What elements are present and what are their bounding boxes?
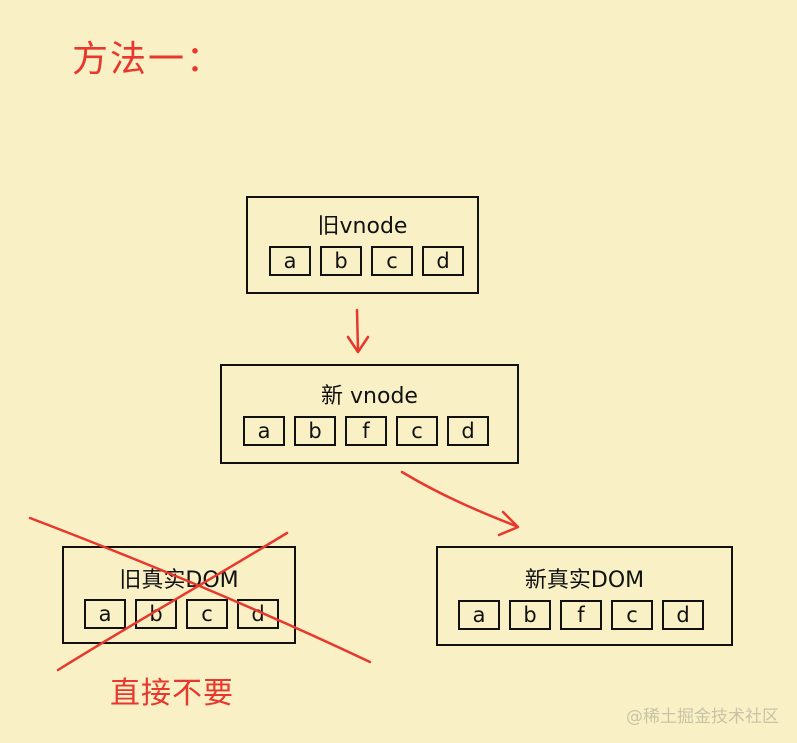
old-real-dom-title: 旧真实DOM bbox=[119, 568, 239, 593]
new-real-dom-item: d bbox=[662, 600, 704, 630]
new-vnode-item: f bbox=[345, 416, 387, 446]
old-vnode-items: a b c d bbox=[269, 246, 464, 276]
new-vnode-item: b bbox=[294, 416, 336, 446]
old-vnode-item: c bbox=[371, 246, 413, 276]
old-vnode-item: d bbox=[422, 246, 464, 276]
new-vnode-items: a b f c d bbox=[243, 416, 489, 446]
old-vnode-item: b bbox=[320, 246, 362, 276]
new-vnode-item: d bbox=[447, 416, 489, 446]
old-real-dom-item: d bbox=[237, 599, 279, 629]
old-real-dom-item: c bbox=[186, 599, 228, 629]
new-real-dom-item: a bbox=[458, 600, 500, 630]
old-vnode-box: 旧vnode a b c d bbox=[246, 196, 479, 294]
page-heading: 方法一： bbox=[72, 39, 225, 80]
new-vnode-item: c bbox=[396, 416, 438, 446]
new-real-dom-box: 新真实DOM a b f c d bbox=[436, 546, 733, 646]
old-vnode-item: a bbox=[269, 246, 311, 276]
new-real-dom-item: b bbox=[509, 600, 551, 630]
new-vnode-box: 新 vnode a b f c d bbox=[220, 364, 519, 464]
discard-annotation: 直接不要 bbox=[110, 676, 234, 711]
arrow-diagonal-icon bbox=[400, 470, 520, 537]
arrow-down-icon bbox=[346, 308, 370, 354]
new-real-dom-item: f bbox=[560, 600, 602, 630]
new-vnode-title: 新 vnode bbox=[321, 384, 418, 409]
new-real-dom-title: 新真实DOM bbox=[524, 568, 645, 593]
old-real-dom-box: 旧真实DOM a b c d bbox=[62, 546, 296, 644]
new-vnode-item: a bbox=[243, 416, 285, 446]
old-vnode-title: 旧vnode bbox=[317, 214, 408, 239]
watermark: @稀土掘金技术社区 bbox=[626, 707, 779, 727]
cross-out-icon bbox=[28, 516, 372, 672]
old-real-dom-item: a bbox=[84, 599, 126, 629]
new-real-dom-items: a b f c d bbox=[458, 600, 704, 630]
new-real-dom-item: c bbox=[611, 600, 653, 630]
old-real-dom-items: a b c d bbox=[84, 599, 279, 629]
